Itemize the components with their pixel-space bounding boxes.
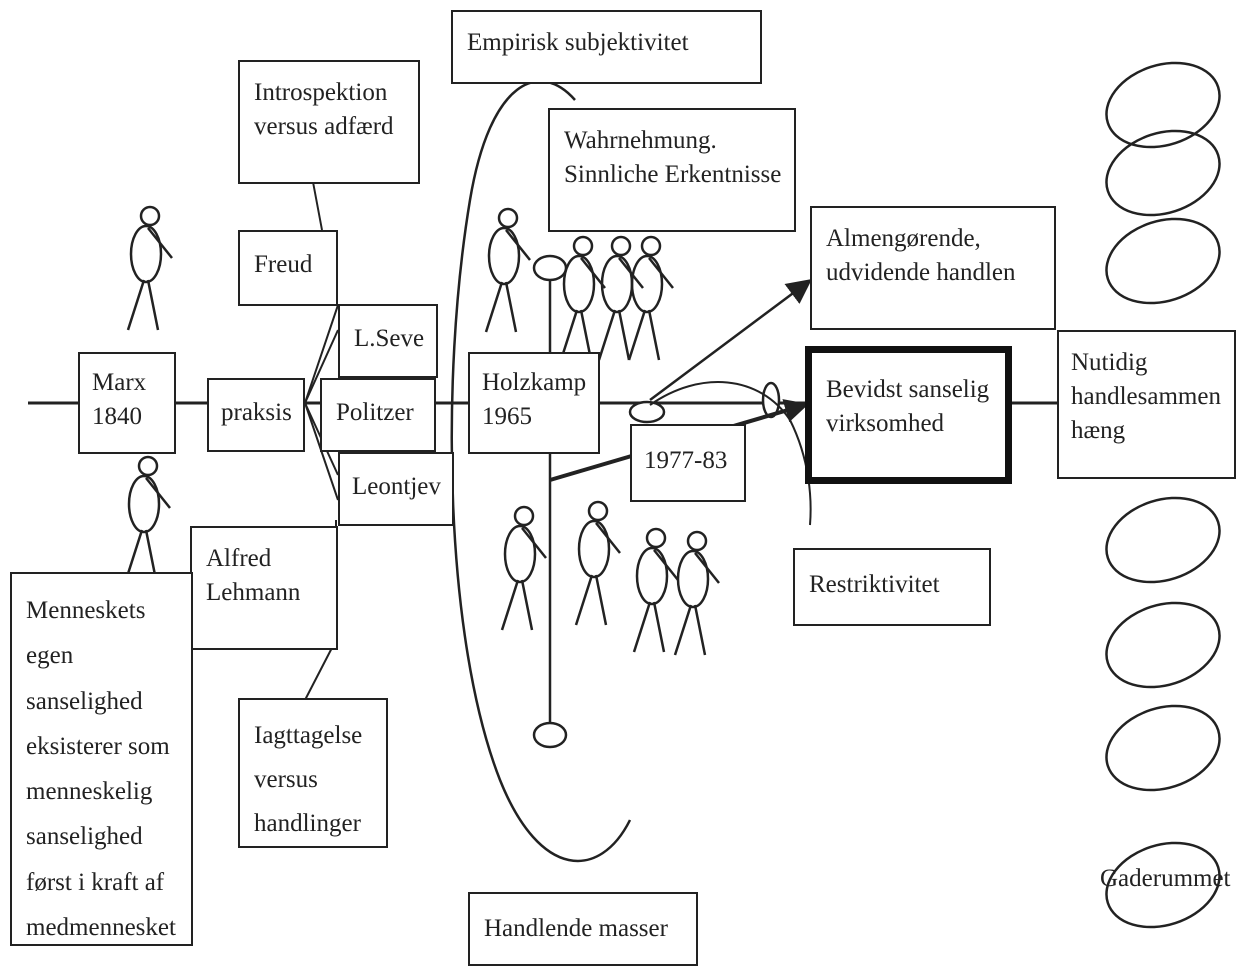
stick-figure bbox=[673, 530, 720, 656]
stick-figure bbox=[597, 235, 644, 361]
oval-right-1 bbox=[1105, 61, 1221, 149]
label-gaderummet: Gaderummet bbox=[1100, 865, 1231, 892]
stick-figure bbox=[500, 505, 547, 631]
fan-line-praksis-freud bbox=[304, 304, 339, 404]
stick-figure bbox=[559, 235, 606, 361]
node-freud: Freud bbox=[238, 230, 338, 306]
node-introspektion: Introspektion versus adfærd bbox=[238, 60, 420, 184]
fan-line-praksis-lseve bbox=[304, 329, 339, 404]
stick-figure bbox=[484, 207, 531, 333]
node-almengorende: Almengørende, udvidende handlen bbox=[810, 206, 1056, 330]
oval-right-3 bbox=[1105, 217, 1221, 305]
node-year-range: 1977-83 bbox=[630, 424, 746, 502]
stick-figure bbox=[627, 235, 674, 361]
node-bevidst: Bevidst sanselig virksomhed bbox=[805, 346, 1012, 484]
stick-figure bbox=[632, 527, 679, 653]
stick-figure bbox=[124, 455, 171, 581]
small-oval-1977 bbox=[628, 400, 666, 424]
stick-figure bbox=[126, 205, 173, 331]
node-praksis: praksis bbox=[207, 378, 305, 452]
stem-top-oval bbox=[532, 254, 568, 282]
link-introspektion-freud bbox=[312, 181, 323, 231]
stick-figures bbox=[124, 205, 720, 656]
node-marx: Marx 1840 bbox=[78, 352, 176, 454]
node-lseve: L.Seve bbox=[338, 304, 438, 378]
oval-right-5 bbox=[1105, 601, 1221, 689]
oval-right-4 bbox=[1105, 496, 1221, 584]
node-empirisk: Empirisk subjektivitet bbox=[451, 10, 762, 84]
node-nutidig: Nutidig handlesammen hæng bbox=[1057, 330, 1236, 479]
bevidst-line1: Bevidst sanselig bbox=[826, 376, 990, 403]
node-handlende: Handlende masser bbox=[468, 892, 698, 966]
node-leontjev: Leontjev bbox=[338, 452, 454, 526]
node-wahrnehmung: Wahrnehmung. Sinnliche Erkentnisse bbox=[548, 108, 796, 232]
node-iagttagelse: Iagttagelse versus handlinger bbox=[238, 698, 388, 848]
node-restriktivitet: Restriktivitet bbox=[793, 548, 991, 626]
oval-right-6 bbox=[1105, 704, 1221, 792]
node-politzer: Politzer bbox=[320, 378, 436, 452]
bevidst-line2: virksomhed bbox=[826, 409, 945, 437]
node-alfred: Alfred Lehmann bbox=[190, 526, 338, 650]
node-holzkamp: Holzkamp 1965 bbox=[468, 352, 600, 454]
stick-figure bbox=[574, 500, 621, 626]
stem-bottom-oval bbox=[532, 721, 568, 749]
arrow-to-almengorende bbox=[649, 279, 813, 402]
node-menneskets: Menneskets egen sanselighed eksisterer s… bbox=[10, 572, 193, 946]
oval-right-7 bbox=[1105, 841, 1221, 929]
oval-right-2 bbox=[1105, 129, 1221, 217]
link-to-iagttagelse bbox=[304, 639, 337, 701]
